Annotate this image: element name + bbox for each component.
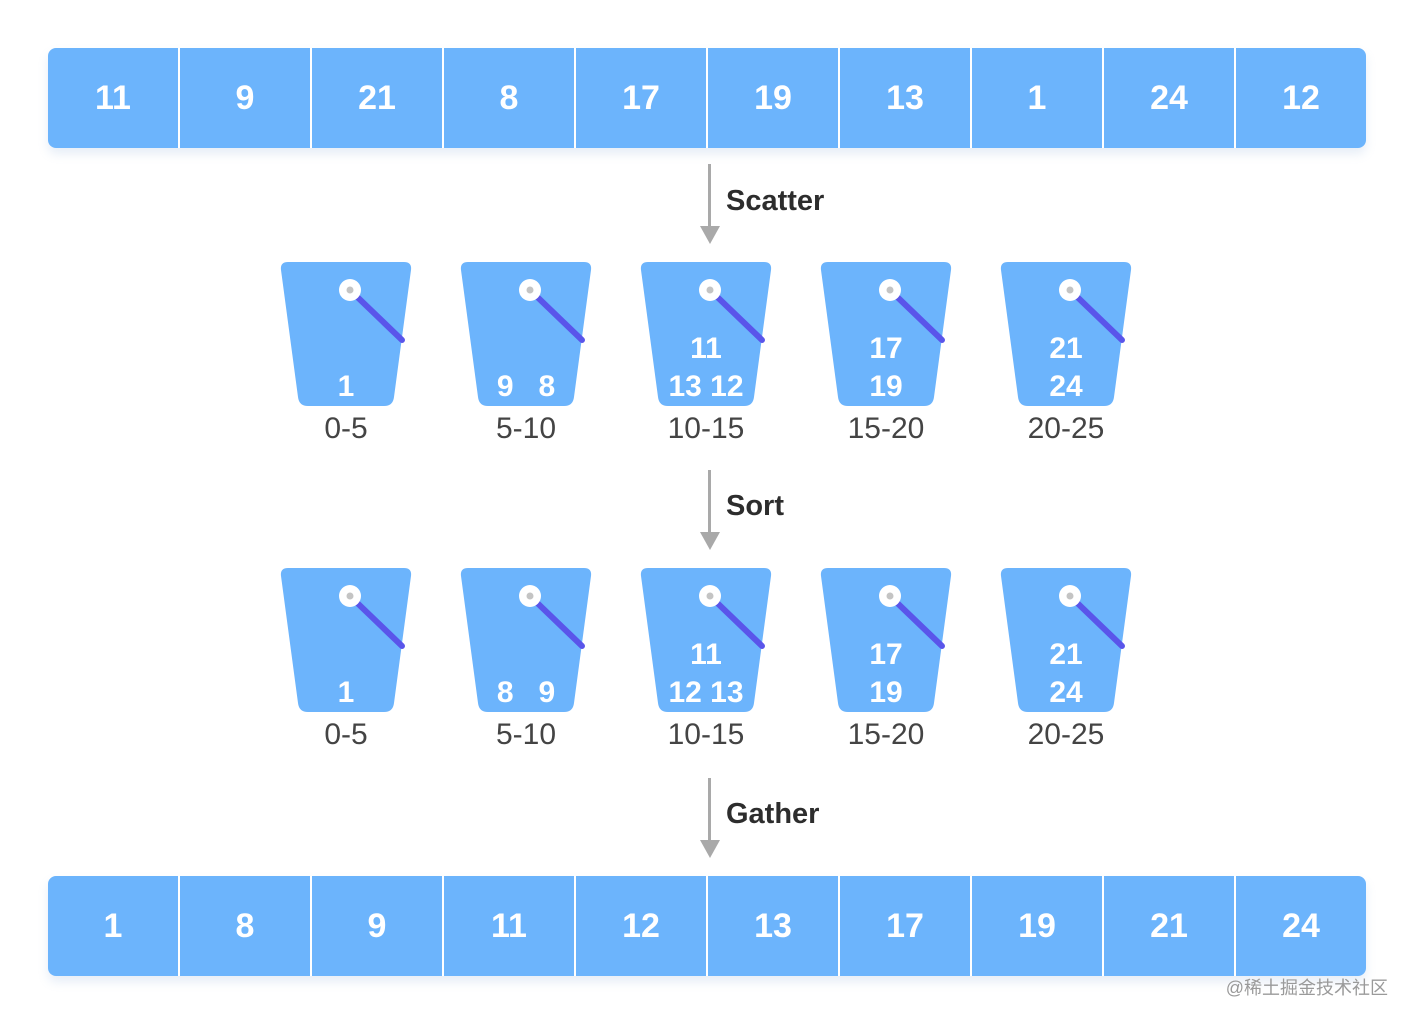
bucket-items: 11 13 12 <box>638 320 774 406</box>
bucket-item-row: 12 13 <box>668 676 744 709</box>
bucket-range-label: 5-10 <box>495 412 557 445</box>
array-cell: 17 <box>576 48 708 148</box>
scatter-arrow <box>700 164 720 246</box>
sort-arrow <box>700 470 720 552</box>
bucket-range-label: 15-20 <box>847 412 925 445</box>
bucket-item-row: 21 <box>1049 638 1083 671</box>
array-cell: 8 <box>444 48 576 148</box>
bucket-range-label: 10-15 <box>667 412 745 445</box>
bucket-range-label: 0-5 <box>324 412 368 445</box>
array-cell: 17 <box>840 876 972 976</box>
gather-label: Gather <box>726 798 820 830</box>
bucket: 11 12 13 10-15 <box>638 568 774 758</box>
bucket-item-row: 21 <box>1049 332 1083 365</box>
bucket-items: 1 <box>278 626 414 712</box>
array-cell: 11 <box>444 876 576 976</box>
array-cell: 24 <box>1104 48 1236 148</box>
array-cell: 24 <box>1236 876 1366 976</box>
array-cell: 21 <box>312 48 444 148</box>
bucket-range-label: 20-25 <box>1027 412 1105 445</box>
bucket-item-row: 19 <box>869 370 903 403</box>
array-cell: 19 <box>708 48 840 148</box>
array-cell: 12 <box>1236 48 1366 148</box>
array-cell: 11 <box>48 48 180 148</box>
array-cell: 21 <box>1104 876 1236 976</box>
bucket-items: 9 8 <box>458 320 594 406</box>
bucket-item-row: 13 12 <box>668 370 744 403</box>
gather-arrow <box>700 778 720 860</box>
bucket-item-row: 11 <box>690 638 722 671</box>
bucket-items: 8 9 <box>458 626 594 712</box>
bucket-range-label: 10-15 <box>667 718 745 751</box>
bucket-item-row: 24 <box>1049 676 1083 709</box>
array-cell: 12 <box>576 876 708 976</box>
array-cell: 1 <box>972 48 1104 148</box>
array-cell: 9 <box>180 48 312 148</box>
bucket-range-label: 5-10 <box>495 718 557 751</box>
bucket-range-label: 0-5 <box>324 718 368 751</box>
bucket-item-row: 11 <box>690 332 722 365</box>
array-cell: 19 <box>972 876 1104 976</box>
bucket-item-row: 24 <box>1049 370 1083 403</box>
scatter-label: Scatter <box>726 185 825 217</box>
array-cell: 9 <box>312 876 444 976</box>
bucket: 9 8 5-10 <box>458 262 594 452</box>
array-cell: 1 <box>48 876 180 976</box>
bucket-item-row: 1 <box>337 676 355 709</box>
bucket-range-label: 20-25 <box>1027 718 1105 751</box>
watermark: @稀土掘金技术社区 <box>1225 978 1388 998</box>
sort-label: Sort <box>726 490 784 522</box>
bucket-item-row: 19 <box>869 676 903 709</box>
bucket-item-row: 17 <box>869 332 903 365</box>
bucket-item-row: 1 <box>337 370 355 403</box>
array-cell: 8 <box>180 876 312 976</box>
bucket-item-row: 17 <box>869 638 903 671</box>
array-cell: 13 <box>708 876 840 976</box>
bucket-item-row: 8 9 <box>496 676 556 709</box>
bucket: 11 13 12 10-15 <box>638 262 774 452</box>
bucket-item-row: 9 8 <box>496 370 556 403</box>
bucket-items: 1 <box>278 320 414 406</box>
bucket-range-label: 15-20 <box>847 718 925 751</box>
array-cell: 13 <box>840 48 972 148</box>
bucket: 8 9 5-10 <box>458 568 594 758</box>
bucket-items: 11 12 13 <box>638 626 774 712</box>
